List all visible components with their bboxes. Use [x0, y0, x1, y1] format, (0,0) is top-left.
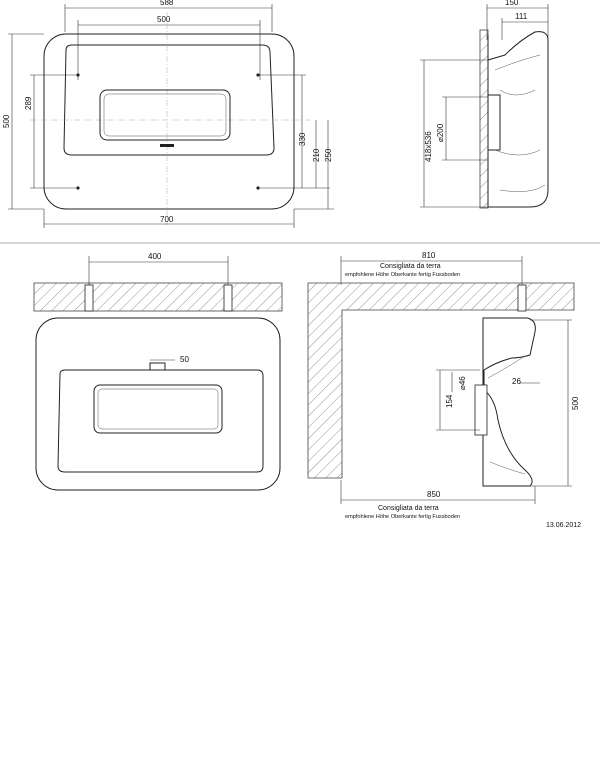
dim-111: 111	[515, 12, 528, 21]
dim-500-left: 500	[2, 114, 11, 128]
dim-50: 50	[180, 355, 189, 364]
dim-154: 154	[445, 394, 454, 408]
front-view-bottom: 400 50	[33, 252, 283, 491]
dim-330: 330	[298, 132, 307, 146]
note-top-1: Consigliata da terra	[380, 263, 441, 270]
dim-dia46: ⌀46	[458, 376, 467, 390]
dim-289: 289	[24, 96, 33, 110]
dim-section-500: 500	[571, 396, 580, 410]
dim-26: 26	[512, 377, 521, 386]
dim-250: 250	[324, 148, 333, 162]
dim-150: 150	[505, 0, 519, 7]
dim-588: 588	[160, 0, 174, 7]
drawing-date: 13.06.2012	[546, 522, 581, 529]
dim-418x536: 418x536	[424, 131, 433, 162]
front-view-top: 588 500 500 289 330	[2, 0, 334, 228]
note-bottom-2: empfohlene Höhe Oberkante fertig Fussbod…	[345, 514, 460, 520]
dim-500-top: 500	[157, 15, 171, 24]
dim-dia200: ⌀200	[436, 123, 445, 142]
note-top-2: empfohlene Höhe Oberkante fertig Fussbod…	[345, 272, 460, 278]
dim-850: 850	[427, 490, 441, 499]
note-bottom-1: Consigliata da terra	[378, 505, 439, 512]
dim-700: 700	[160, 215, 174, 224]
section-view: Consigliata da terra empfohlene Höhe Obe…	[307, 251, 580, 520]
dim-210: 210	[312, 148, 321, 162]
dim-400: 400	[148, 252, 162, 261]
dim-810: 810	[422, 251, 436, 260]
side-view-top: 150 111 418x536 ⌀200	[420, 0, 549, 209]
